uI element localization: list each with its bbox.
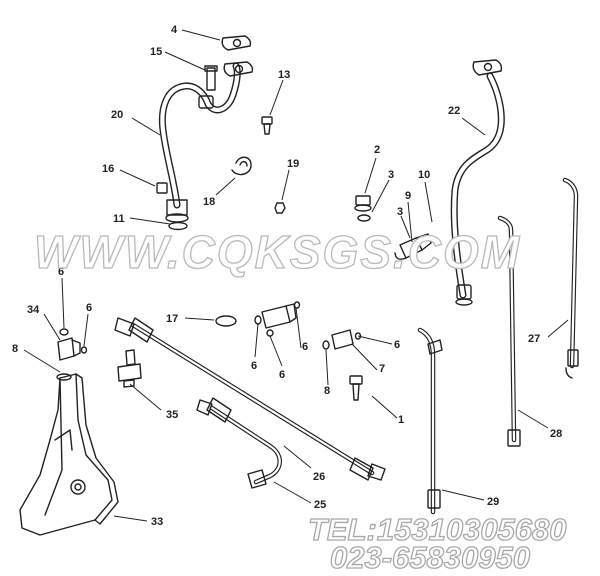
callout-6-right: 6 [394,339,400,351]
callouts: 4 15 13 20 16 11 18 19 2 3 3 9 10 22 27 … [12,24,562,528]
pipe-26 [114,317,386,481]
tee-fitting-center [254,301,301,337]
callout-7: 7 [379,363,385,375]
elbow-9-10 [394,233,432,260]
callout-15: 15 [150,46,162,58]
callout-16: 16 [102,163,114,175]
clip-18 [231,156,252,176]
callout-6-left-right: 6 [86,302,92,314]
adapter-7 [322,329,362,350]
callout-29: 29 [487,496,499,508]
pipe-25 [196,397,282,489]
watermark-phone: 023-65830950 [330,540,530,575]
callout-6-center-a: 6 [251,360,257,372]
plug-2-3 [354,195,372,222]
bolt-1 [349,375,363,401]
callout-33: 33 [151,516,163,528]
callout-11: 11 [113,213,125,225]
nut-19 [274,202,286,214]
callout-8-left: 8 [12,343,18,355]
leader-lines [23,29,569,522]
callout-25: 25 [314,499,326,511]
callout-35: 35 [166,409,178,421]
callout-13: 13 [278,69,290,81]
callout-22: 22 [448,105,460,117]
callout-3-upper: 3 [388,169,394,181]
watermark-site: WWW.CQKSGS.COM [34,226,521,278]
fitting-16-11 [156,182,189,231]
callout-6-center-b: 6 [279,369,285,381]
pipe-27 [562,177,579,379]
pipe-28 [497,215,521,447]
o-ring-17 [215,315,237,327]
callout-3-lower: 3 [397,206,403,218]
screw-13 [261,116,273,135]
callout-6-center-c: 6 [302,341,308,353]
callout-17: 17 [166,313,178,325]
bolt-15 [204,65,218,91]
oil-pipe-22 [450,59,505,306]
callout-28: 28 [550,428,562,440]
callout-34: 34 [27,304,40,316]
pipe-29 [417,327,443,515]
callout-20: 20 [111,109,123,121]
callout-27: 27 [528,333,540,345]
callout-18: 18 [203,196,215,208]
callout-1: 1 [398,414,404,426]
callout-10: 10 [418,169,430,181]
flange-gasket-4 [221,35,254,77]
callout-19: 19 [287,158,299,170]
callout-8-center: 8 [324,385,330,397]
callout-6-left-top: 6 [58,266,64,278]
callout-4: 4 [171,24,178,36]
oil-pipe-20 [158,62,241,209]
tee-35 [117,349,142,388]
callout-26: 26 [313,471,325,483]
watermark-tel: TEL:15310305680 [308,512,567,547]
callout-9: 9 [405,190,411,202]
bracket-33 [19,328,119,536]
callout-2: 2 [374,144,380,156]
